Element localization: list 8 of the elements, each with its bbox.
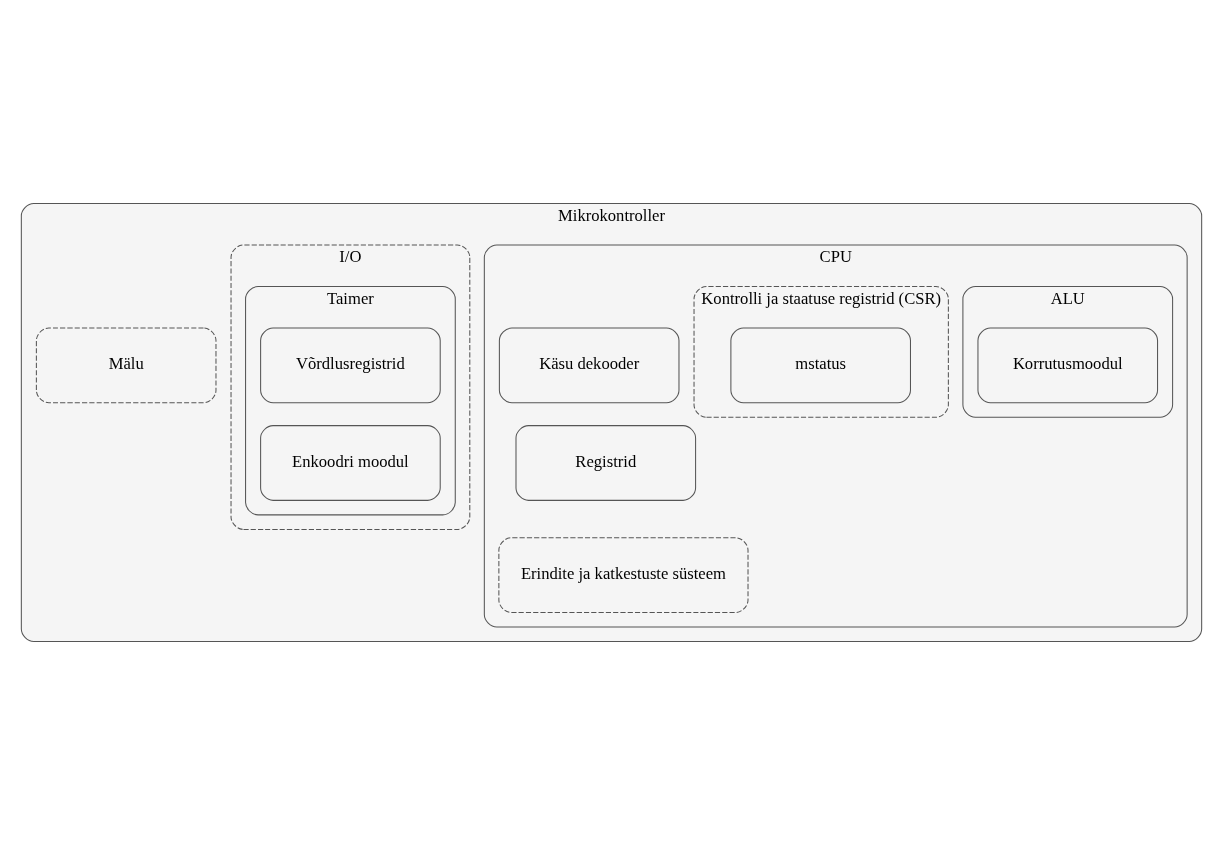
node-box: Võrdlusregistrid (260, 327, 441, 404)
node-box: Registrid (515, 425, 697, 501)
node-box: Korrutusmoodul (977, 327, 1159, 404)
node-box: mstatus (730, 327, 911, 404)
node-box: Erindite ja katkestuste süsteem (498, 537, 749, 613)
node-box: Enkoodri moodul (260, 425, 441, 501)
node-box: Mälu (35, 327, 217, 404)
node-box: Käsu dekooder (498, 327, 680, 404)
